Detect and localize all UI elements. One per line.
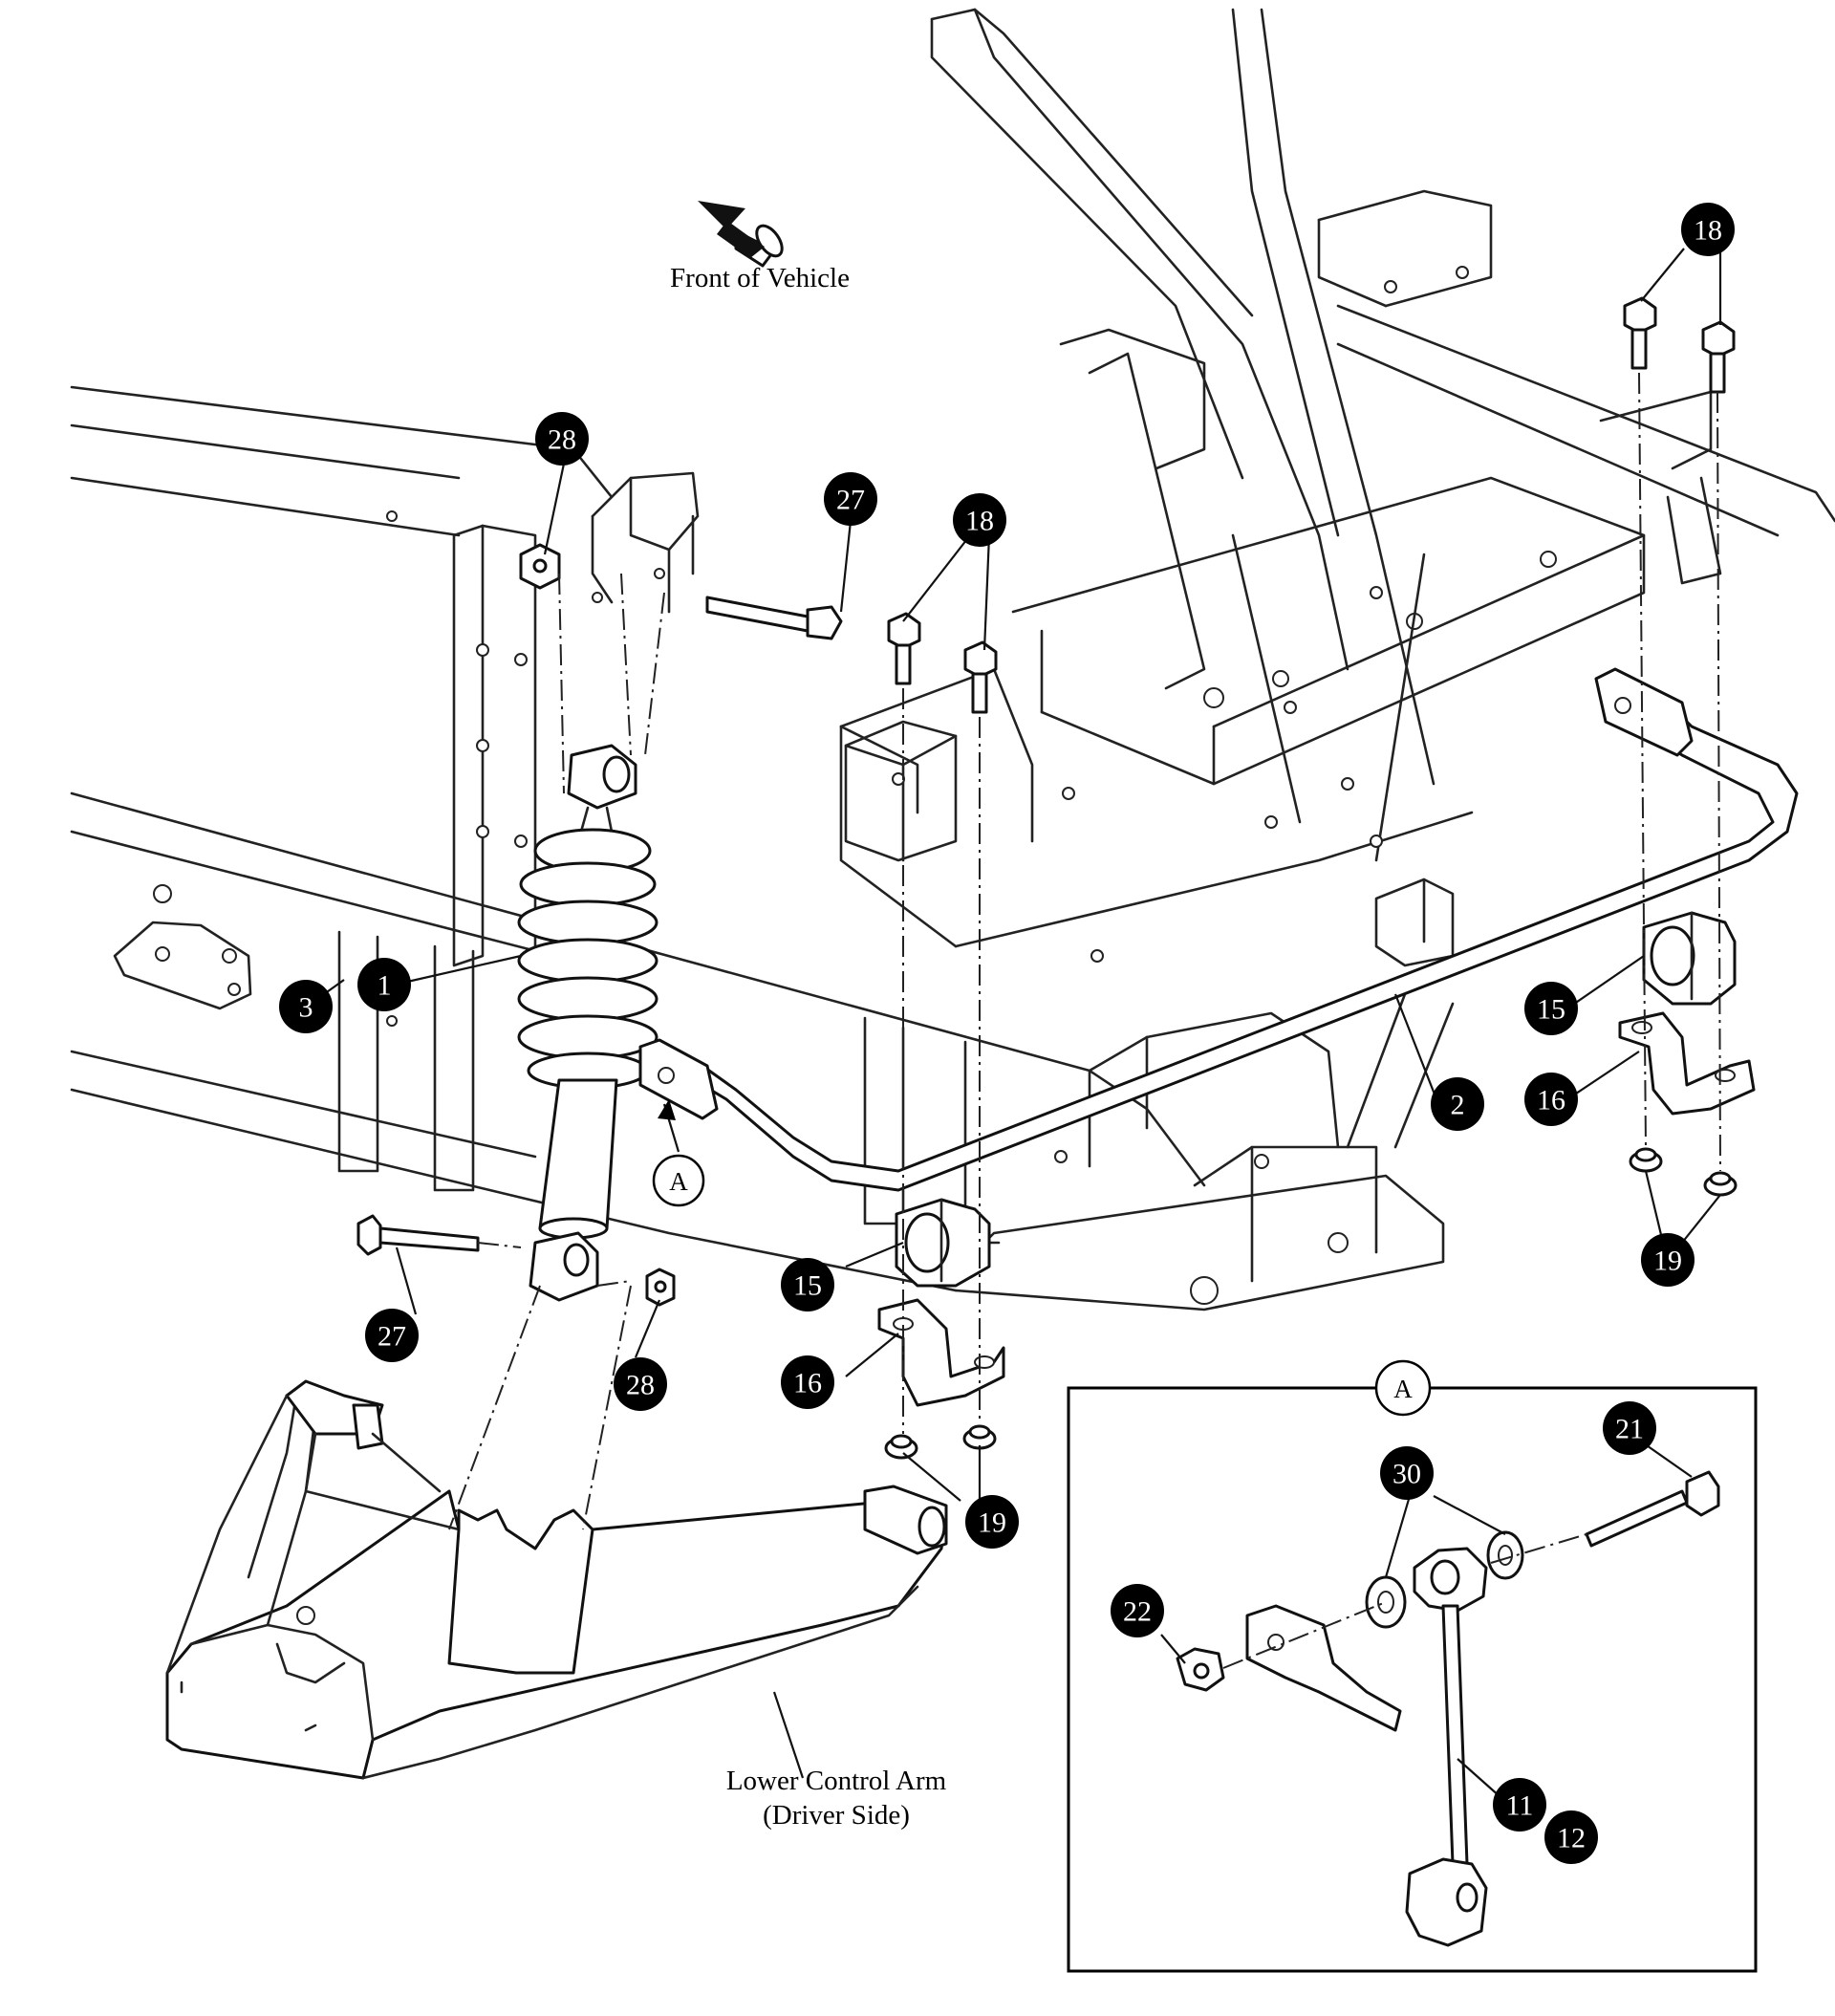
detail-link-bolt (1585, 1470, 1720, 1548)
callout-18-left: 18 (953, 493, 1006, 547)
callout-3: 3 (279, 980, 333, 1033)
upper-shock-bracket (591, 471, 700, 614)
callout-2-text: 2 (1451, 1090, 1465, 1121)
callout-16-left: 16 (781, 1355, 834, 1409)
callout-21: 21 (1603, 1401, 1656, 1455)
callout-27-lower-text: 27 (378, 1321, 406, 1353)
callout-22: 22 (1111, 1584, 1164, 1637)
lower-shock-bolt (356, 1214, 480, 1256)
assembly-centerlines (448, 372, 1721, 1530)
callout-28-lower-text: 28 (626, 1370, 655, 1401)
detail-stabilizer-link (1405, 1547, 1488, 1947)
detail-washers (1365, 1530, 1524, 1629)
callout-28-upper: 28 (535, 412, 589, 466)
callout-11: 11 (1493, 1778, 1546, 1832)
detail-link-nut (1176, 1647, 1225, 1692)
shock-absorber-assembly (517, 744, 658, 1302)
flange-nuts-left (884, 1424, 997, 1460)
lower-control-arm (165, 1379, 948, 1780)
detail-stabilizer-bar-end (1245, 1604, 1402, 1732)
callout-15-right: 15 (1524, 982, 1578, 1035)
detail-a-box (1067, 1359, 1758, 1973)
callout-15-left: 15 (781, 1258, 834, 1311)
view-a-label: A (669, 1167, 688, 1196)
callout-15-left-text: 15 (793, 1270, 822, 1302)
callout-1-text: 1 (378, 970, 392, 1002)
callout-leader-lines (310, 248, 1722, 1798)
view-a-indicator (652, 1099, 705, 1207)
callout-30: 30 (1380, 1446, 1434, 1500)
lower-control-arm-sublabel: (Driver Side) (763, 1800, 910, 1831)
front-of-vehicle-label: Front of Vehicle (670, 263, 850, 293)
callout-19-right: 19 (1641, 1233, 1695, 1287)
callout-19-left: 19 (965, 1495, 1019, 1549)
bolts-18-left (887, 612, 998, 714)
lower-control-arm-label: Lower Control Arm (726, 1766, 947, 1796)
detail-centerline (1222, 1533, 1587, 1669)
callout-11-text: 11 (1506, 1790, 1534, 1822)
upper-shock-nut (519, 543, 561, 590)
callout-30-text: 30 (1392, 1459, 1421, 1490)
flange-nuts-right (1629, 1147, 1738, 1197)
callout-16-right: 16 (1524, 1073, 1578, 1126)
chassis-crossmember (839, 8, 1835, 1311)
callout-27-upper-text: 27 (836, 485, 865, 516)
callout-2: 2 (1431, 1077, 1484, 1131)
stabilizer-clamp-left (877, 1298, 1005, 1407)
bolts-18-right (1623, 296, 1736, 394)
callout-19-left-text: 19 (978, 1507, 1006, 1539)
front-of-vehicle-arrow (698, 201, 784, 268)
callout-1: 1 (357, 958, 411, 1011)
stabilizer-bar (638, 667, 1799, 1192)
callout-3-text: 3 (299, 992, 313, 1024)
upper-shock-bolt (705, 596, 843, 640)
stabilizer-bushing-right (1642, 911, 1737, 1006)
callout-28-upper-text: 28 (548, 424, 576, 456)
callout-22-text: 22 (1123, 1596, 1152, 1628)
callout-19-right-text: 19 (1653, 1246, 1682, 1277)
lower-shock-nut (645, 1268, 676, 1307)
callout-27-upper: 27 (824, 472, 877, 526)
callout-21-text: 21 (1615, 1414, 1644, 1445)
callout-15-right-text: 15 (1537, 994, 1565, 1026)
callout-18-right: 18 (1681, 203, 1735, 256)
callout-18-left-text: 18 (965, 506, 994, 537)
callout-16-left-text: 16 (793, 1368, 822, 1399)
callout-12: 12 (1544, 1810, 1598, 1864)
callout-12-text: 12 (1557, 1823, 1586, 1854)
callout-18-right-text: 18 (1694, 215, 1722, 247)
detail-a-label: A (1393, 1375, 1413, 1403)
callout-27-lower: 27 (365, 1309, 419, 1362)
callout-28-lower: 28 (614, 1357, 667, 1411)
stabilizer-bushing-left (895, 1198, 991, 1288)
frame-rail (70, 385, 1149, 1292)
stabilizer-mount-bracket-left (844, 720, 958, 862)
callout-16-right-text: 16 (1537, 1085, 1565, 1116)
stabilizer-clamp-right (1618, 1011, 1756, 1116)
